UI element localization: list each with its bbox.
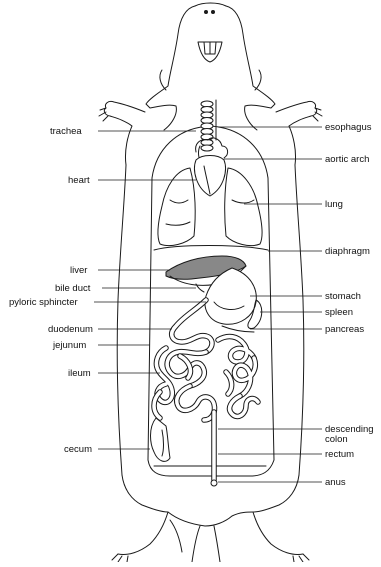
label-jejunum: jejunum <box>52 340 150 351</box>
diaphragm-line <box>154 246 268 251</box>
label-pancreas: pancreas <box>250 324 364 335</box>
body-outline <box>99 3 322 562</box>
label-diaphragm: diaphragm <box>268 246 370 257</box>
svg-text:rectum: rectum <box>325 449 354 460</box>
svg-text:stomach: stomach <box>325 291 361 302</box>
label-esophagus: esophagus <box>218 122 372 133</box>
svg-text:duodenum: duodenum <box>48 324 93 335</box>
label-ileum: ileum <box>68 368 160 379</box>
colon-rectum <box>211 412 217 486</box>
svg-text:colon: colon <box>325 434 348 445</box>
trachea-rings <box>201 101 213 151</box>
svg-text:spleen: spleen <box>325 307 353 318</box>
svg-text:anus: anus <box>325 477 346 488</box>
trachea-ring <box>201 145 213 151</box>
label-aortic-arch: aortic arch <box>224 154 369 165</box>
label-stomach: stomach <box>250 291 361 302</box>
svg-text:lung: lung <box>325 199 343 210</box>
svg-text:aortic arch: aortic arch <box>325 154 369 165</box>
svg-text:cecum: cecum <box>64 444 92 455</box>
label-descending-colon: descending colon <box>218 424 374 445</box>
svg-text:esophagus: esophagus <box>325 122 372 133</box>
intestine-coil-lumen <box>177 386 215 420</box>
label-cecum: cecum <box>64 444 150 455</box>
svg-text:trachea: trachea <box>50 126 82 137</box>
pancreas-shape <box>222 326 254 332</box>
label-spleen: spleen <box>260 307 353 318</box>
right-lung-shape <box>225 168 262 246</box>
heart-shape <box>195 156 226 197</box>
svg-text:pyloric sphincter: pyloric sphincter <box>9 297 78 308</box>
svg-text:jejunum: jejunum <box>52 340 86 351</box>
label-anus: anus <box>218 477 346 488</box>
svg-text:heart: heart <box>68 175 90 186</box>
incisors <box>198 42 222 62</box>
label-pyloric-sphincter: pyloric sphincter <box>9 297 206 308</box>
svg-text:liver: liver <box>70 265 87 276</box>
nostrils <box>204 10 215 14</box>
label-duodenum: duodenum <box>48 324 172 335</box>
svg-text:diaphragm: diaphragm <box>325 246 370 257</box>
cecum-shape <box>151 418 171 461</box>
svg-text:bile duct: bile duct <box>55 283 91 294</box>
label-trachea: trachea <box>50 126 196 137</box>
label-rectum: rectum <box>218 449 354 460</box>
svg-text:pancreas: pancreas <box>325 324 364 335</box>
svg-text:ileum: ileum <box>68 368 91 379</box>
label-bile-duct: bile duct <box>55 283 196 294</box>
label-heart: heart <box>68 175 196 186</box>
